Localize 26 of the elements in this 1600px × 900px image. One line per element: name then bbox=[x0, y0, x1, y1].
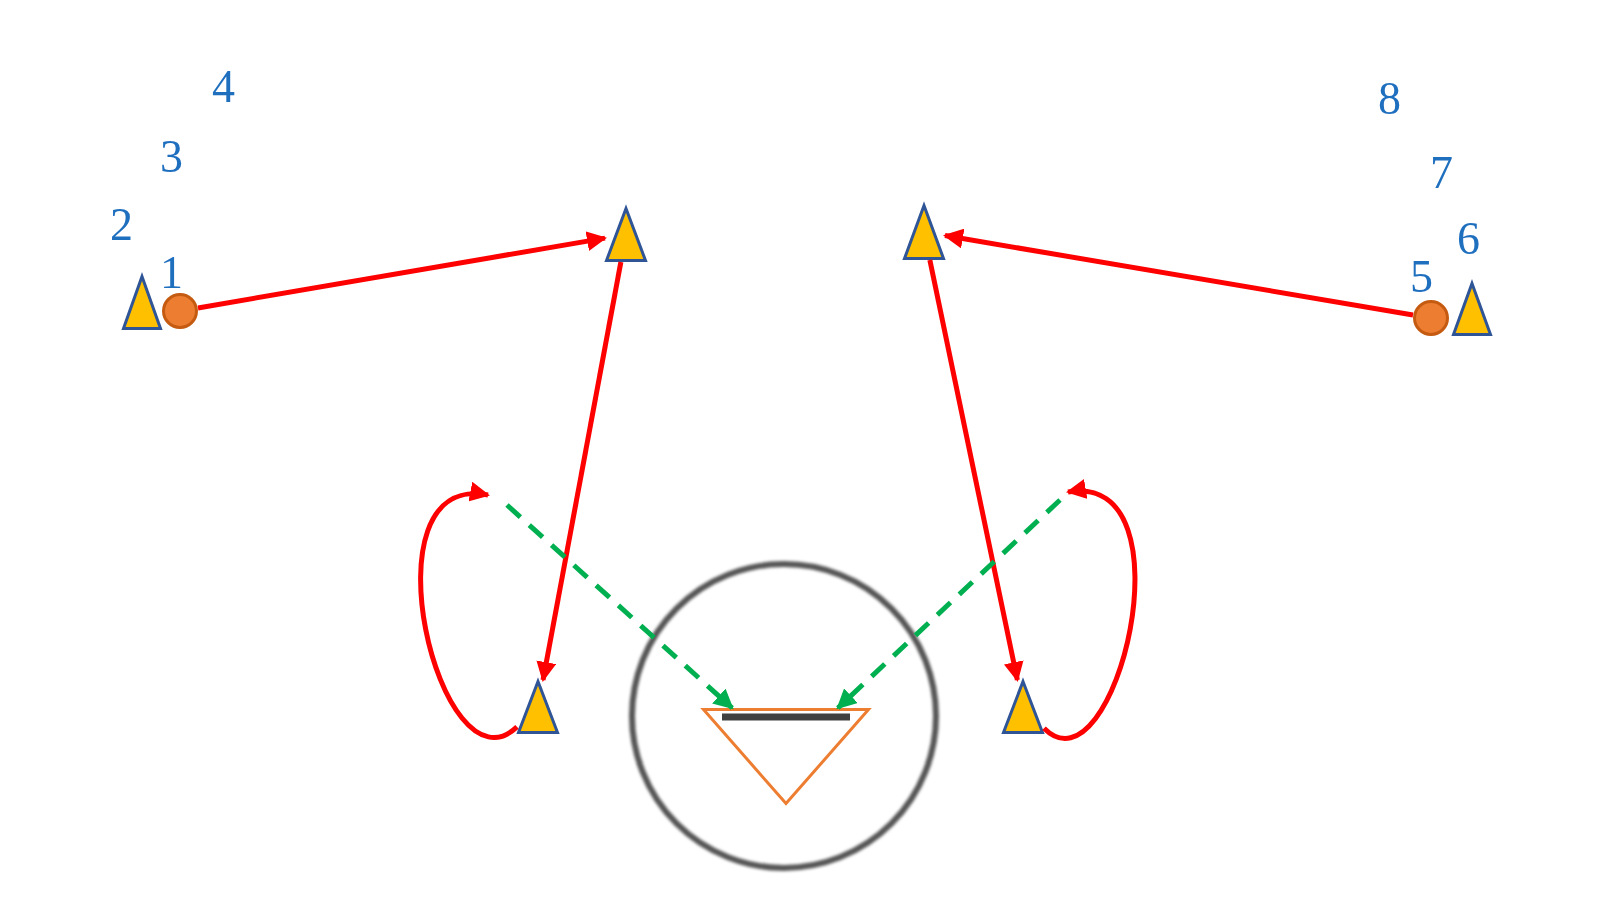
cone-marker bbox=[1452, 282, 1492, 336]
arrow bbox=[536, 261, 624, 682]
curved-arrow bbox=[1042, 482, 1138, 741]
ball bbox=[162, 293, 198, 329]
dashed-arrow bbox=[505, 503, 734, 710]
goal-triangle bbox=[702, 708, 870, 805]
player-number: 2 bbox=[110, 202, 133, 248]
player-number: 4 bbox=[212, 64, 235, 110]
player-number: 1 bbox=[160, 250, 183, 296]
arrow bbox=[943, 228, 1414, 318]
cone-marker bbox=[903, 204, 945, 260]
ball bbox=[1413, 300, 1449, 336]
player-number: 5 bbox=[1410, 254, 1433, 300]
cone-marker bbox=[1002, 680, 1044, 734]
cone-marker bbox=[517, 680, 559, 734]
arrow bbox=[197, 231, 607, 311]
player-number: 3 bbox=[160, 134, 183, 180]
cone-marker bbox=[605, 207, 647, 262]
cone-marker bbox=[122, 275, 162, 330]
player-number: 8 bbox=[1378, 76, 1401, 122]
arrow bbox=[927, 259, 1024, 682]
curved-arrow bbox=[418, 485, 519, 740]
dashed-arrow bbox=[836, 498, 1062, 710]
player-number: 6 bbox=[1457, 216, 1480, 262]
player-number: 7 bbox=[1430, 150, 1453, 196]
goal-circle bbox=[629, 561, 939, 871]
